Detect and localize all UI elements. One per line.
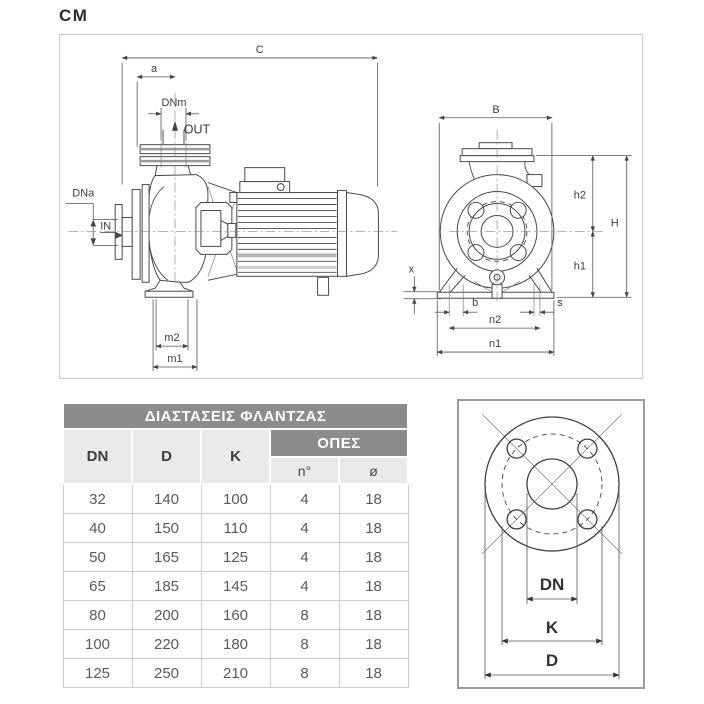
table-cell: 4 <box>269 542 340 572</box>
table-cell: 18 <box>338 513 409 543</box>
table-cell: 65 <box>62 571 133 601</box>
dim-label-DNa: DNa <box>72 188 95 200</box>
table-cell: 18 <box>338 483 409 514</box>
motor-body <box>236 192 339 277</box>
table-cell: 8 <box>269 658 340 688</box>
front-view-dimensions: B h2 h1 H x b <box>403 104 632 357</box>
table-cell: 140 <box>131 483 202 514</box>
table-cell: 18 <box>338 600 409 630</box>
table-cell: 4 <box>269 483 340 514</box>
dim-label-h2: h2 <box>574 190 586 202</box>
dim-label-n2: n2 <box>489 314 501 326</box>
col-header-d: D <box>131 428 202 485</box>
dim-label-m1: m1 <box>167 353 182 365</box>
table-cell: 18 <box>338 542 409 572</box>
flange-diagram-svg: DN K D <box>481 413 623 679</box>
table-cell: 18 <box>338 571 409 601</box>
table-cell: 185 <box>131 571 202 601</box>
motor-drain <box>317 276 330 296</box>
dim-label-a: a <box>151 63 158 75</box>
table-cell: 4 <box>269 513 340 543</box>
table-cell: 4 <box>269 571 340 601</box>
table-cell: 125 <box>200 542 271 572</box>
suction-pipe <box>121 216 133 247</box>
table-cell: 32 <box>62 483 133 514</box>
table-cell: 165 <box>131 542 202 572</box>
in-label: IN <box>100 220 111 232</box>
table-cell: 110 <box>200 513 271 543</box>
table-cell: 50 <box>62 542 133 572</box>
bolt-circle <box>501 433 603 535</box>
flange-face-view <box>481 413 623 555</box>
dim-label-m2: m2 <box>164 332 179 344</box>
table-cell: 145 <box>200 571 271 601</box>
flow-out-arrow-icon <box>172 120 179 131</box>
motor-end-bell <box>346 191 379 277</box>
pump-drawing-svg: C a DNm OUT DNa <box>65 44 632 372</box>
col-header-dn: DN <box>62 428 133 485</box>
col-header-holes: ΟΠΕΣ <box>268 428 410 458</box>
dim-label-flange-dn: DN <box>540 575 565 594</box>
pump-side-view <box>68 92 398 298</box>
table-cell: 250 <box>131 658 202 688</box>
table-cell: 150 <box>131 513 202 543</box>
table-cell: 100 <box>200 483 271 514</box>
dim-label-DNm: DNm <box>162 97 187 109</box>
dim-label-B: B <box>492 104 499 116</box>
table-cell: 8 <box>269 600 340 630</box>
pump-dimension-drawing: C a DNm OUT DNa <box>59 34 643 379</box>
col-header-k: K <box>200 428 271 485</box>
flange-bore <box>526 458 578 510</box>
out-label: OUT <box>184 123 211 137</box>
table-cell: 180 <box>200 629 271 659</box>
dim-label-C: C <box>256 44 264 56</box>
cable-gland <box>276 183 285 192</box>
table-cell: 100 <box>62 629 133 659</box>
flow-in-arrow-icon <box>115 231 124 239</box>
table-cell: 210 <box>200 658 271 688</box>
side-view-dimensions: C a DNm OUT DNa <box>65 44 378 372</box>
dim-label-flange-d: D <box>546 651 558 670</box>
table-cell: 200 <box>131 600 202 630</box>
table-cell: 8 <box>269 629 340 659</box>
table-cell: 125 <box>62 658 133 688</box>
flange-outer-circle <box>484 416 620 552</box>
dim-label-s: s <box>557 297 563 309</box>
table-cell: 18 <box>338 658 409 688</box>
table-cell: 160 <box>200 600 271 630</box>
dim-label-H: H <box>611 217 619 229</box>
dim-label-n1: n1 <box>489 338 501 350</box>
flange-dimensions: DN K D <box>484 489 620 679</box>
dim-label-flange-k: K <box>546 618 559 637</box>
table-cell: 18 <box>338 629 409 659</box>
dim-label-h1: h1 <box>574 260 586 272</box>
table-cell: 220 <box>131 629 202 659</box>
table-title: ΔΙΑΣΤΑΣΕΙΣ ΦΛΑΝΤΖΑΣ <box>61 402 410 430</box>
dim-label-b: b <box>472 297 478 309</box>
terminal-box <box>244 167 286 183</box>
table-cell: 40 <box>62 513 133 543</box>
flange-diagram: DN K D <box>457 399 645 689</box>
pump-foot <box>144 279 194 298</box>
page-title: CM <box>59 6 89 25</box>
dim-label-x: x <box>409 263 415 275</box>
col-header-hole-count: n° <box>269 456 340 485</box>
col-header-hole-diameter: ø <box>337 456 410 485</box>
table-cell: 80 <box>62 600 133 630</box>
pump-front-view <box>436 129 604 317</box>
